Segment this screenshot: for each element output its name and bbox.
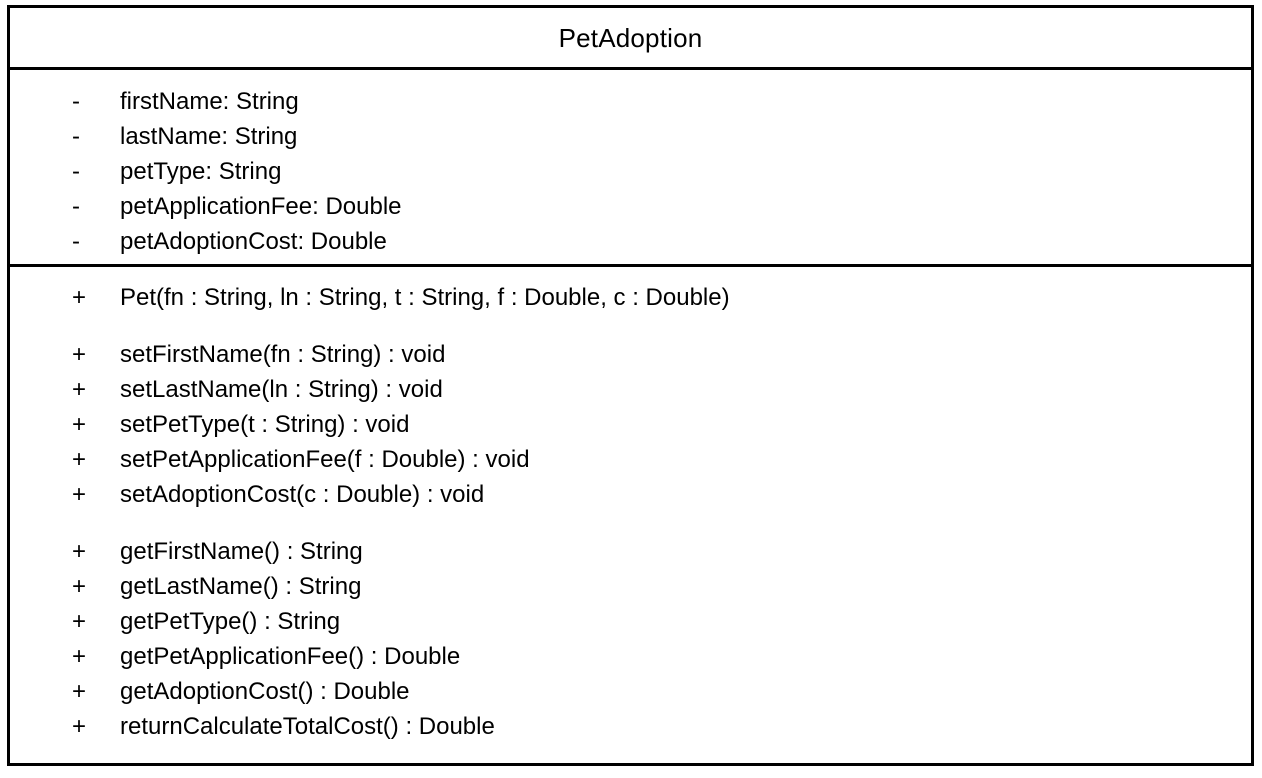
attribute-signature: petAdoptionCost: Double (120, 228, 387, 255)
method-row: + setPetType(t : String) : void (10, 407, 1251, 442)
method-signature: returnCalculateTotalCost() : Double (120, 713, 495, 740)
visibility-marker-public: + (72, 284, 87, 311)
attribute-row: - petApplicationFee: Double (10, 189, 1251, 224)
method-row: + getPetApplicationFee() : Double (10, 639, 1251, 674)
method-signature: setAdoptionCost(c : Double) : void (120, 481, 485, 508)
method-signature: getAdoptionCost() : Double (120, 678, 410, 705)
method-signature: getPetType() : String (120, 608, 341, 635)
attribute-signature: petApplicationFee: Double (120, 193, 402, 220)
method-row: + setAdoptionCost(c : Double) : void (10, 477, 1251, 512)
method-row: + setLastName(ln : String) : void (10, 372, 1251, 407)
attribute-row: - firstName: String (10, 84, 1251, 119)
method-row: + returnCalculateTotalCost() : Double (10, 709, 1251, 744)
visibility-marker-public: + (72, 446, 87, 473)
method-signature: setLastName(ln : String) : void (120, 376, 443, 403)
attribute-signature: petType: String (120, 158, 282, 185)
method-signature: getFirstName() : String (120, 538, 363, 565)
method-signature: Pet(fn : String, ln : String, t : String… (120, 284, 730, 311)
visibility-marker-private: - (72, 88, 80, 115)
visibility-marker-public: + (72, 608, 87, 635)
method-signature: setPetApplicationFee(f : Double) : void (120, 446, 530, 473)
visibility-marker-public: + (72, 341, 87, 368)
uml-class-name-compartment: PetAdoption (10, 8, 1251, 70)
uml-class-box: PetAdoption - firstName: String - lastNa… (7, 5, 1254, 766)
group-separator (10, 512, 1251, 534)
method-row: + getAdoptionCost() : Double (10, 674, 1251, 709)
visibility-marker-public: + (72, 573, 87, 600)
attribute-row: - petType: String (10, 154, 1251, 189)
attribute-signature: lastName: String (120, 123, 298, 150)
method-signature: setPetType(t : String) : void (120, 411, 410, 438)
attribute-row: - petAdoptionCost: Double (10, 224, 1251, 259)
uml-methods-compartment: + Pet(fn : String, ln : String, t : Stri… (10, 267, 1251, 763)
method-group-setters: + setFirstName(fn : String) : void + set… (10, 337, 1251, 512)
method-row: + getFirstName() : String (10, 534, 1251, 569)
method-row: + setPetApplicationFee(f : Double) : voi… (10, 442, 1251, 477)
method-signature: setFirstName(fn : String) : void (120, 341, 446, 368)
method-signature: getLastName() : String (120, 573, 362, 600)
attribute-signature: firstName: String (120, 88, 299, 115)
visibility-marker-public: + (72, 678, 87, 705)
group-separator (10, 315, 1251, 337)
attribute-row: - lastName: String (10, 119, 1251, 154)
method-signature: getPetApplicationFee() : Double (120, 643, 461, 670)
method-group-constructor: + Pet(fn : String, ln : String, t : Stri… (10, 280, 1251, 315)
method-row: + getLastName() : String (10, 569, 1251, 604)
visibility-marker-private: - (72, 193, 80, 220)
method-row: + setFirstName(fn : String) : void (10, 337, 1251, 372)
visibility-marker-public: + (72, 411, 87, 438)
visibility-marker-private: - (72, 228, 80, 255)
visibility-marker-private: - (72, 158, 80, 185)
visibility-marker-public: + (72, 643, 87, 670)
method-row: + Pet(fn : String, ln : String, t : Stri… (10, 280, 1251, 315)
visibility-marker-public: + (72, 481, 87, 508)
method-group-getters: + getFirstName() : String + getLastName(… (10, 534, 1251, 744)
visibility-marker-public: + (72, 713, 87, 740)
uml-class-name: PetAdoption (558, 22, 703, 53)
visibility-marker-public: + (72, 376, 87, 403)
uml-attributes-compartment: - firstName: String - lastName: String -… (10, 70, 1251, 267)
visibility-marker-private: - (72, 123, 80, 150)
method-row: + getPetType() : String (10, 604, 1251, 639)
visibility-marker-public: + (72, 538, 87, 565)
